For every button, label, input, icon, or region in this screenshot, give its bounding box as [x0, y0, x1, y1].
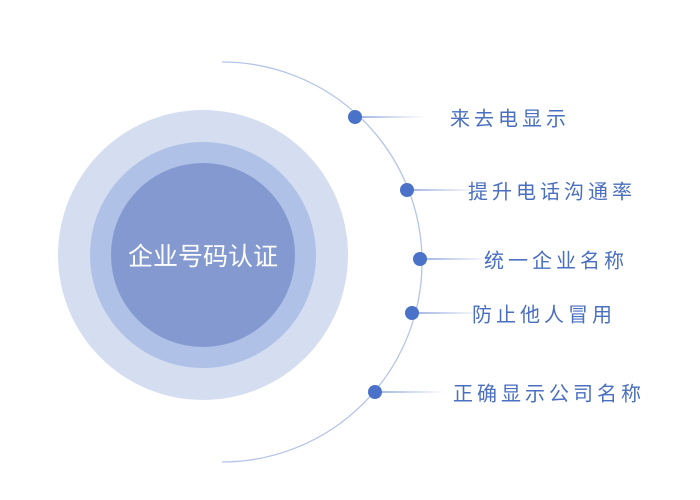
connector-line	[420, 258, 490, 260]
benefit-label: 正确显示公司名称	[453, 381, 645, 406]
benefit-label: 防止他人冒用	[472, 302, 616, 327]
connector-line	[412, 312, 482, 314]
benefit-dot	[413, 252, 427, 266]
benefit-label: 统一企业名称	[484, 248, 628, 273]
connector-line	[407, 189, 477, 191]
benefit-dot	[348, 110, 362, 124]
connector-line	[375, 391, 445, 393]
center-label: 企业号码认证	[127, 242, 278, 271]
benefit-label: 来去电显示	[450, 106, 570, 131]
connector-line	[355, 116, 425, 118]
benefit-label: 提升电话沟通率	[468, 179, 636, 204]
benefit-dot	[405, 306, 419, 320]
inner-circle	[111, 163, 295, 347]
benefit-dot	[368, 385, 382, 399]
benefit-dot	[400, 183, 414, 197]
